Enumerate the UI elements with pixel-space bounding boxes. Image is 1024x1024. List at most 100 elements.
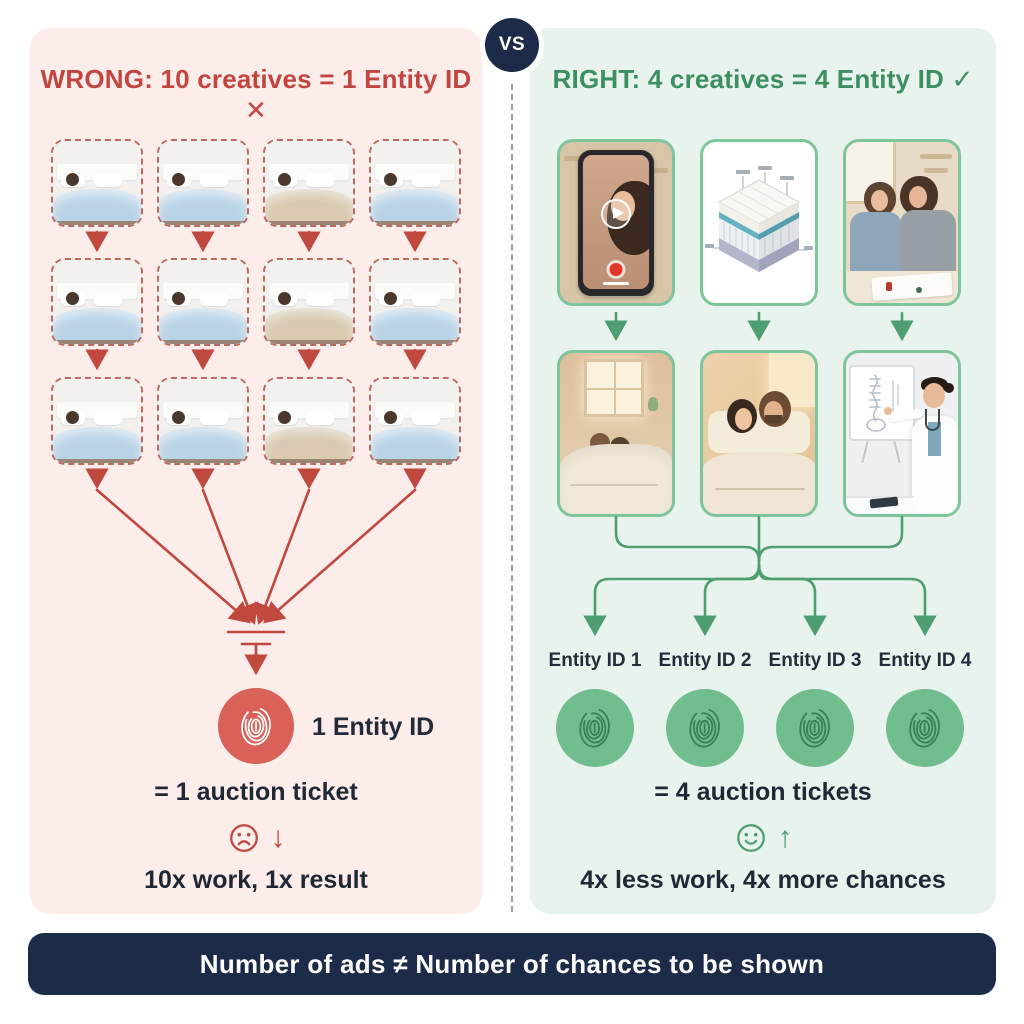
auction-tickets-line: = 4 auction tickets [654, 778, 872, 806]
duplicate-creative-thumb [369, 139, 461, 227]
window [584, 359, 644, 417]
shelf [920, 154, 952, 159]
bed-base [53, 220, 141, 225]
sad-face-icon [229, 824, 258, 852]
bed-base [371, 220, 459, 225]
blanket [159, 426, 247, 463]
sleeping-person-head [66, 172, 80, 186]
presentation-screen [849, 365, 915, 441]
entity-fingerprint-circle [556, 689, 634, 767]
sleeping-person-head [278, 410, 292, 424]
duplicate-creative-thumb [157, 258, 249, 346]
pillow [200, 292, 228, 307]
bed-base [265, 339, 353, 344]
blanket [265, 426, 353, 463]
creative-phone-selfie-video [557, 139, 675, 306]
blanket [371, 307, 459, 344]
duplicate-creative-thumb [51, 258, 143, 346]
wrong-panel: WRONG: 10 creatives = 1 Entity ID ✕ [30, 28, 482, 914]
blanket [53, 307, 141, 344]
entity-id-label: 1 Entity ID [312, 713, 435, 741]
sleeping-person-head [278, 172, 292, 186]
mood-row: ↑ [530, 821, 996, 855]
sleeping-person-head [278, 291, 292, 305]
sweater [900, 210, 956, 276]
blanket [53, 188, 141, 225]
fingerprint-icon [234, 702, 278, 751]
blanket-fold [570, 484, 658, 486]
right-panel: RIGHT: 4 creatives = 4 Entity ID ✓ [530, 28, 996, 914]
bed-base [53, 458, 141, 463]
blanket [703, 452, 815, 514]
duplicate-creative-thumb [157, 139, 249, 227]
right-result-line: 4x less work, 4x more chances [580, 866, 946, 894]
pillow [306, 292, 334, 307]
pillow [94, 173, 122, 188]
auction-ticket-line: = 1 auction ticket [154, 778, 358, 806]
creative-grid [51, 139, 461, 465]
pillow [412, 173, 440, 188]
entity-id-label: Entity ID 4 [878, 650, 972, 671]
pillow [200, 173, 228, 188]
entity-id-label: Entity ID 1 [548, 650, 642, 671]
smartphone-frame [578, 150, 654, 296]
creative-mattress-diagram [700, 139, 818, 306]
duplicate-creative-thumb [51, 139, 143, 227]
mattress-layers-illustration [705, 166, 813, 272]
screen-stand-leg [893, 441, 901, 463]
right-panel-title: RIGHT: 4 creatives = 4 Entity ID ✓ [552, 64, 974, 94]
shelf [646, 168, 668, 173]
up-arrow-icon: ↑ [777, 821, 793, 854]
entity-id-label: Entity ID 2 [658, 650, 752, 671]
spine-diagram [866, 374, 899, 432]
fingerprint-icon [682, 703, 727, 753]
blanket [265, 307, 353, 344]
bed-base [265, 220, 353, 225]
duplicate-creative-thumb [51, 377, 143, 465]
screen-stand-leg [861, 441, 869, 463]
bed-base [159, 339, 247, 344]
creative-couple-board-game [843, 139, 961, 306]
home-bar [603, 282, 629, 285]
sleeping-person-head [172, 410, 186, 424]
down-arrow-icon: ↓ [270, 821, 286, 854]
vs-badge: VS [485, 18, 539, 72]
shelf [924, 168, 948, 173]
creative-couple-in-bed [700, 350, 818, 517]
sleeping-person-head [172, 291, 186, 305]
bed-base [53, 339, 141, 344]
blanket [265, 188, 353, 225]
game-piece [916, 287, 922, 293]
pillow [412, 292, 440, 307]
footer-banner: Number of ads ≠ Number of chances to be … [28, 933, 996, 995]
play-button-icon [601, 198, 631, 229]
duplicate-creative-thumb [263, 377, 355, 465]
pillow [412, 411, 440, 426]
phone-screen [583, 155, 649, 289]
sleeping-person-head [384, 291, 398, 305]
mood-row: ↓ [30, 821, 482, 855]
sleeping-person-head [172, 172, 186, 186]
beard [765, 415, 782, 424]
creative-women-sleeping-window [557, 350, 675, 517]
duplicate-creative-thumb [263, 139, 355, 227]
blanket [371, 188, 459, 225]
vs-label: VS [498, 34, 526, 55]
bed-base [371, 339, 459, 344]
plant [648, 397, 658, 411]
creative-doctor-spine-presentation [843, 350, 961, 517]
panel-divider [511, 84, 513, 912]
blanket [159, 188, 247, 225]
pillow [306, 411, 334, 426]
sleeping-person-head [66, 291, 80, 305]
fingerprint-icon [792, 703, 837, 753]
sleeping-person-head [66, 410, 80, 424]
footer-text: Number of ads ≠ Number of chances to be … [199, 948, 825, 979]
happy-face-icon [736, 824, 765, 852]
bed-base [159, 220, 247, 225]
entity-fingerprint-circle [666, 689, 744, 767]
woman-face [735, 408, 752, 430]
pillow [94, 292, 122, 307]
doctor-face [923, 383, 945, 408]
